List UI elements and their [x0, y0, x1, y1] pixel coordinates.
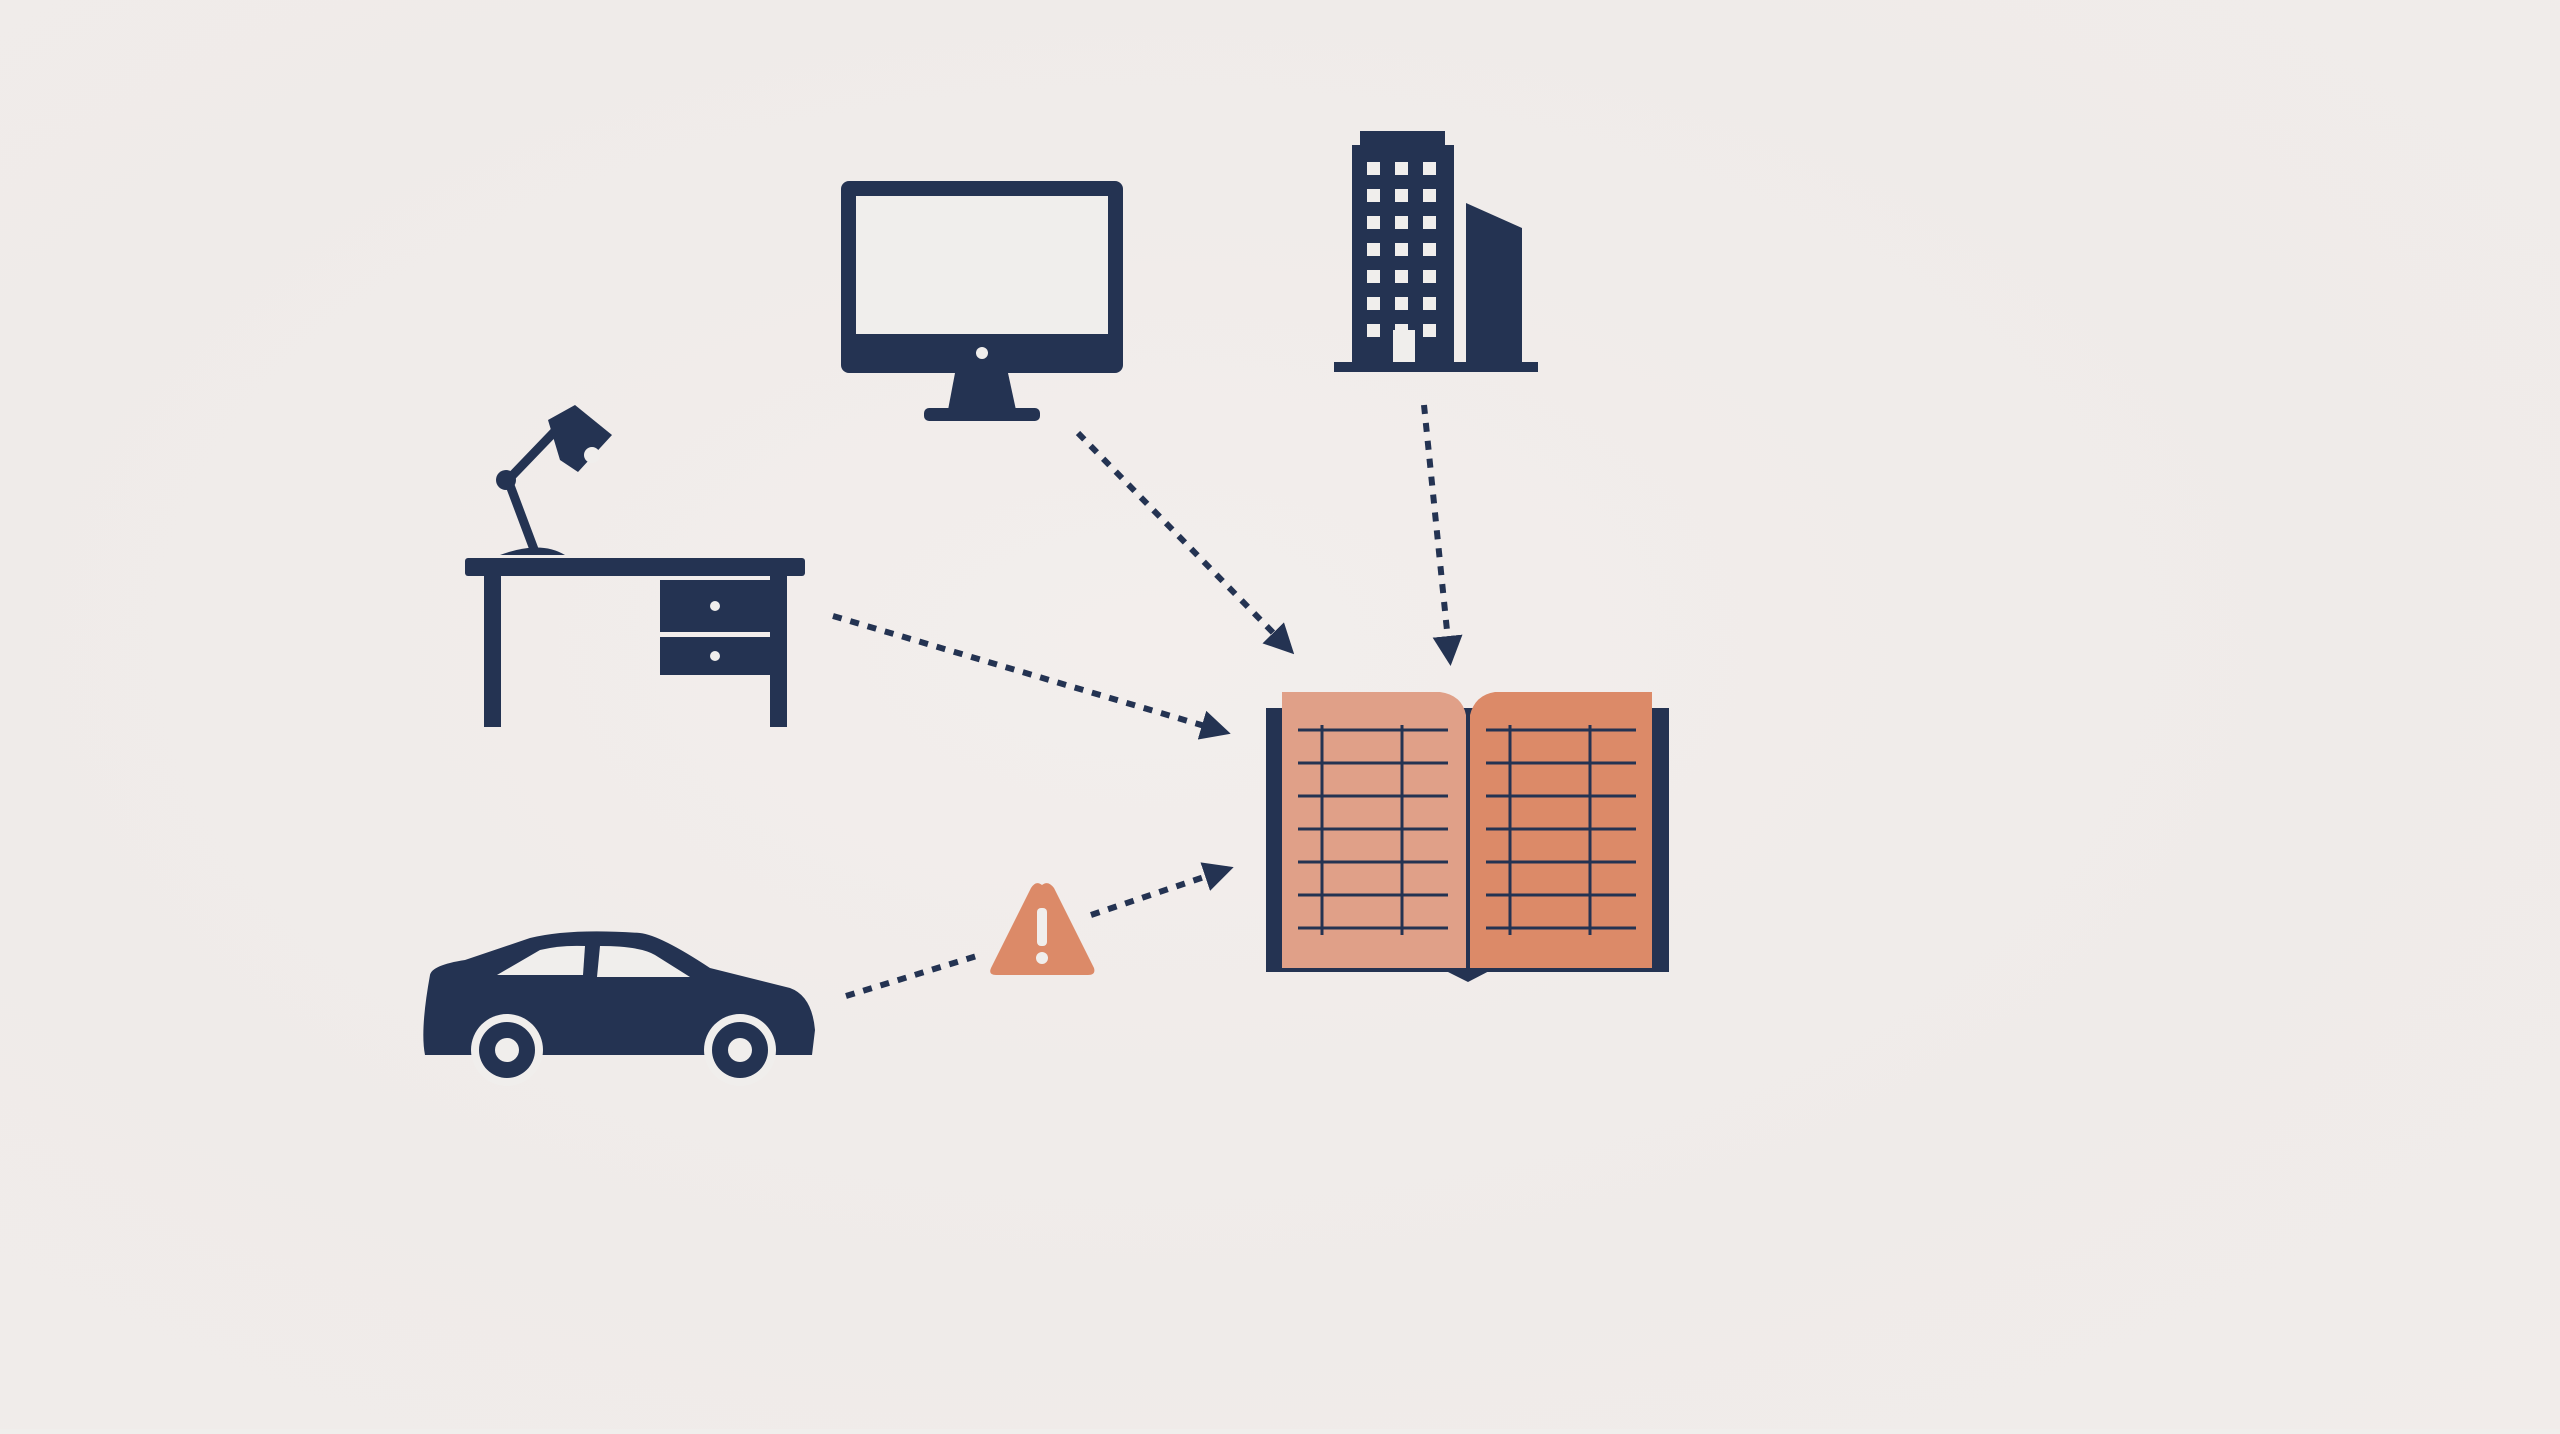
building-window [1423, 216, 1436, 229]
open-ledger-book-icon [1266, 692, 1669, 982]
desk-lamp-icon [465, 405, 805, 727]
building-window [1395, 216, 1408, 229]
building-window [1367, 270, 1380, 283]
building-window [1423, 270, 1436, 283]
building-window [1367, 216, 1380, 229]
building-window [1367, 243, 1380, 256]
building-window [1423, 162, 1436, 175]
arrow-car-to-book [1090, 862, 1234, 918]
car-icon [423, 931, 815, 1086]
building-window [1423, 324, 1436, 337]
flow-arrows [832, 404, 1463, 999]
office-building-icon [1334, 131, 1538, 372]
building-window [1367, 297, 1380, 310]
arrow-desk-to-book [832, 613, 1231, 740]
building-window [1395, 162, 1408, 175]
building-window [1423, 297, 1436, 310]
arrow-building-to-book [1421, 404, 1463, 666]
arrow-monitor-to-book [1075, 430, 1295, 655]
warning-triangle-icon [990, 883, 1095, 975]
building-window [1395, 297, 1408, 310]
building-window [1395, 270, 1408, 283]
building-window [1423, 243, 1436, 256]
building-window [1395, 189, 1408, 202]
monitor-icon [841, 181, 1123, 421]
building-window [1367, 189, 1380, 202]
building-window [1423, 189, 1436, 202]
building-window [1367, 324, 1380, 337]
arrow-car-segment [845, 952, 981, 999]
building-window [1395, 243, 1408, 256]
building-window [1367, 162, 1380, 175]
